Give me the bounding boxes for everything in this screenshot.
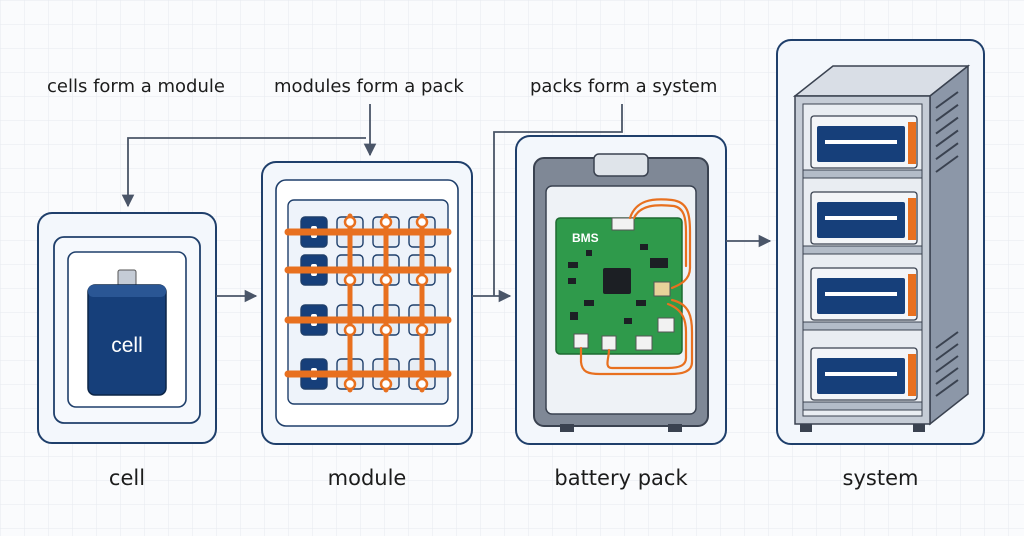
rack-vent-slot	[935, 343, 959, 361]
busbar-bolt	[415, 377, 429, 391]
rack-vent-slot	[935, 155, 959, 173]
bms-connector-right	[657, 317, 675, 333]
bms-top-connector	[611, 217, 635, 231]
cell-cap-band	[88, 285, 166, 297]
bms-chip	[603, 268, 631, 294]
rack-battery-busbar	[908, 274, 916, 316]
rack-vent-slot	[935, 91, 959, 109]
rack-shelf	[802, 321, 923, 331]
rack-vent-slot	[935, 367, 959, 385]
stage-label-cell: cell	[108, 466, 146, 490]
bms-component-b	[653, 281, 671, 297]
rack-battery-busbar	[908, 198, 916, 240]
rack-battery-busbar	[908, 354, 916, 396]
busbar-bolt	[379, 323, 393, 337]
rack-battery-stripe	[825, 292, 897, 296]
pack-handle	[593, 153, 649, 177]
rack-foot-left	[800, 424, 812, 432]
busbar-bolt	[343, 323, 357, 337]
rack-shelf	[802, 245, 923, 255]
module-busbars	[284, 213, 452, 393]
cell-body-label: cell	[111, 334, 143, 357]
annotation-cells-form-module: cells form a module	[47, 76, 225, 97]
annotation-packs-form-system: packs form a system	[530, 76, 718, 97]
rack-battery-stripe	[825, 216, 897, 220]
busbar-bolt	[343, 215, 357, 229]
bms-label: BMS	[572, 231, 599, 245]
pack-foot-left	[560, 424, 574, 432]
stage-label-battery-pack: battery pack	[554, 466, 688, 490]
rack-vent-slot	[935, 331, 959, 349]
rack-shelf	[802, 169, 923, 179]
rack-shelf	[802, 401, 923, 411]
connectors	[121, 104, 772, 303]
busbar-bolt	[379, 377, 393, 391]
busbar-bolt	[379, 215, 393, 229]
bracket-packs-form-system	[493, 104, 623, 296]
busbar-bolt	[343, 377, 357, 391]
stage-label-system: system	[842, 466, 919, 490]
rack-foot-right	[913, 424, 925, 432]
module-tray	[287, 199, 449, 405]
cell-terminal	[117, 269, 137, 287]
bms-component-a	[650, 258, 668, 268]
rack-battery-stripe	[825, 140, 897, 144]
system-stage	[776, 39, 985, 445]
pack-foot-right	[668, 424, 682, 432]
busbar-bolt	[343, 273, 357, 287]
rack-vent-slot	[935, 103, 959, 122]
bms-connector-left	[573, 333, 589, 349]
rack-battery-busbar	[908, 122, 916, 164]
stage-label-module: module	[327, 466, 407, 490]
busbar-bolt	[415, 273, 429, 287]
rack-shelves	[802, 115, 923, 411]
bms-small-parts	[568, 244, 648, 324]
pack-stage: BMS	[515, 135, 727, 445]
bms-connector-mid-right	[635, 335, 653, 351]
busbar-bolt	[379, 273, 393, 287]
bms-wires	[579, 198, 694, 376]
module-stage	[261, 161, 473, 445]
rack-vent-slot	[935, 355, 959, 373]
rack-battery-stripe	[825, 372, 897, 376]
rack-vent-slot	[935, 116, 959, 135]
rack-vent-slot	[935, 379, 959, 397]
bms-connector-mid	[601, 335, 617, 351]
busbar-bolt	[415, 215, 429, 229]
bracket-cells-form-module	[121, 137, 366, 208]
rack-vents	[935, 91, 959, 397]
busbar-bolt	[415, 323, 429, 337]
annotation-modules-form-pack: modules form a pack	[274, 76, 464, 97]
rack-side	[929, 64, 969, 426]
rack-vent-slot	[935, 142, 959, 161]
cell-stage: cell	[37, 212, 217, 444]
rack-vent-slot	[935, 129, 959, 148]
